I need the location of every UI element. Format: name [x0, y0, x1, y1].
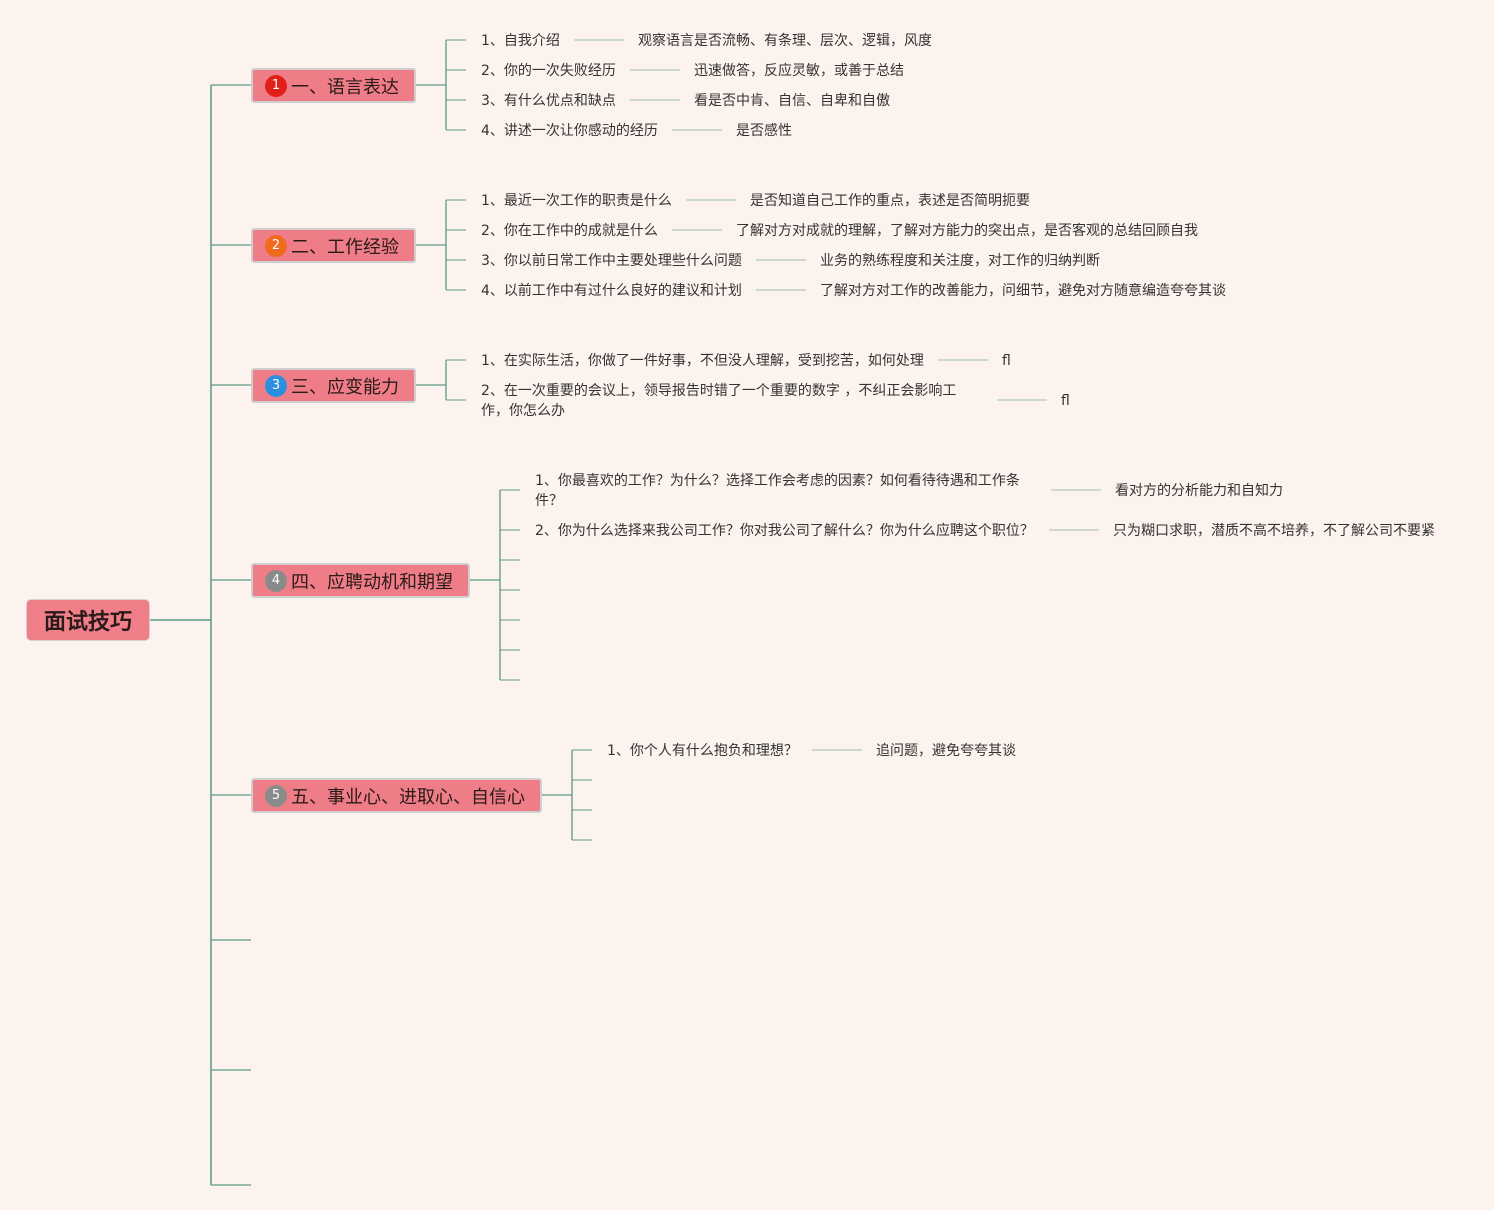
question-item[interactable]: 2、你为什么选择来我公司工作？你对我公司了解什么？你为什么应聘这个职位？	[535, 523, 1034, 539]
question-item[interactable]: 3、有什么优点和缺点	[481, 93, 616, 109]
question-note[interactable]: 看对方的分析能力和自知力	[1115, 483, 1283, 499]
question-item[interactable]: 1、你个人有什么抱负和理想？	[607, 743, 798, 759]
number-badge-icon: 4	[265, 569, 287, 592]
question-note[interactable]: 了解对方对成就的理解，了解对方能力的突出点，是否客观的总结回顾自我	[736, 223, 1198, 239]
branch-label: 二、工作经验	[291, 236, 399, 258]
number-badge-icon: 3	[265, 374, 287, 397]
branch-label: 四、应聘动机和期望	[291, 571, 453, 593]
question-note[interactable]: fl	[1002, 353, 1011, 369]
branch-adaptability[interactable]: 3 三、应变能力	[251, 368, 416, 403]
branch-work-experience[interactable]: 2 二、工作经验	[251, 228, 416, 263]
root-label: 面试技巧	[43, 610, 132, 635]
question-item[interactable]: 4、讲述一次让你感动的经历	[481, 123, 658, 139]
question-note[interactable]: 是否感性	[736, 123, 792, 139]
question-item[interactable]: 1、自我介绍	[481, 33, 560, 49]
question-item[interactable]: 1、最近一次工作的职责是什么	[481, 193, 672, 209]
question-note[interactable]: 迅速做答，反应灵敏，或善于总结	[694, 63, 904, 79]
number-badge-icon: 1	[265, 74, 287, 97]
root-node[interactable]: 面试技巧	[26, 599, 150, 641]
branch-label: 五、事业心、进取心、自信心	[291, 786, 525, 808]
question-item[interactable]: 2、你的一次失败经历	[481, 63, 616, 79]
branch-motivation-expectation[interactable]: 4 四、应聘动机和期望	[251, 563, 470, 598]
question-item[interactable]: 2、你在工作中的成就是什么	[481, 223, 658, 239]
question-note[interactable]: 只为糊口求职，潜质不高不培养，不了解公司不要紧	[1113, 523, 1435, 539]
branch-ambition-confidence[interactable]: 5 五、事业心、进取心、自信心	[251, 778, 542, 813]
question-item[interactable]: 4、以前工作中有过什么良好的建议和计划	[481, 283, 742, 299]
question-item[interactable]: 2、在一次重要的会议上，领导报告时错了一个重要的数字 ，不纠正会影响工作，你怎么…	[481, 383, 957, 419]
question-item[interactable]: 3、你以前日常工作中主要处理些什么问题	[481, 253, 742, 269]
number-badge-icon: 5	[265, 784, 287, 807]
question-note[interactable]: 了解对方对工作的改善能力，问细节，避免对方随意编造夸夸其谈	[820, 283, 1226, 299]
question-item[interactable]: 1、在实际生活，你做了一件好事，不但没人理解，受到挖苦，如何处理	[481, 353, 924, 369]
branch-label: 三、应变能力	[291, 376, 399, 398]
question-note[interactable]: 观察语言是否流畅、有条理、层次、逻辑，风度	[638, 33, 932, 49]
branch-language-expression[interactable]: 1 一、语言表达	[251, 68, 416, 103]
question-note[interactable]: 是否知道自己工作的重点，表述是否简明扼要	[750, 193, 1030, 209]
question-note[interactable]: 看是否中肯、自信、自卑和自傲	[694, 93, 890, 109]
branch-label: 一、语言表达	[291, 76, 399, 98]
number-badge-icon: 2	[265, 234, 287, 257]
question-item[interactable]: 1、你最喜欢的工作？为什么？选择工作会考虑的因素？如何看待待遇和工作条件？	[535, 473, 1020, 509]
question-note[interactable]: 业务的熟练程度和关注度，对工作的归纳判断	[820, 253, 1100, 269]
question-note[interactable]: fl	[1061, 393, 1070, 409]
question-note[interactable]: 追问题，避免夸夸其谈	[876, 743, 1016, 759]
